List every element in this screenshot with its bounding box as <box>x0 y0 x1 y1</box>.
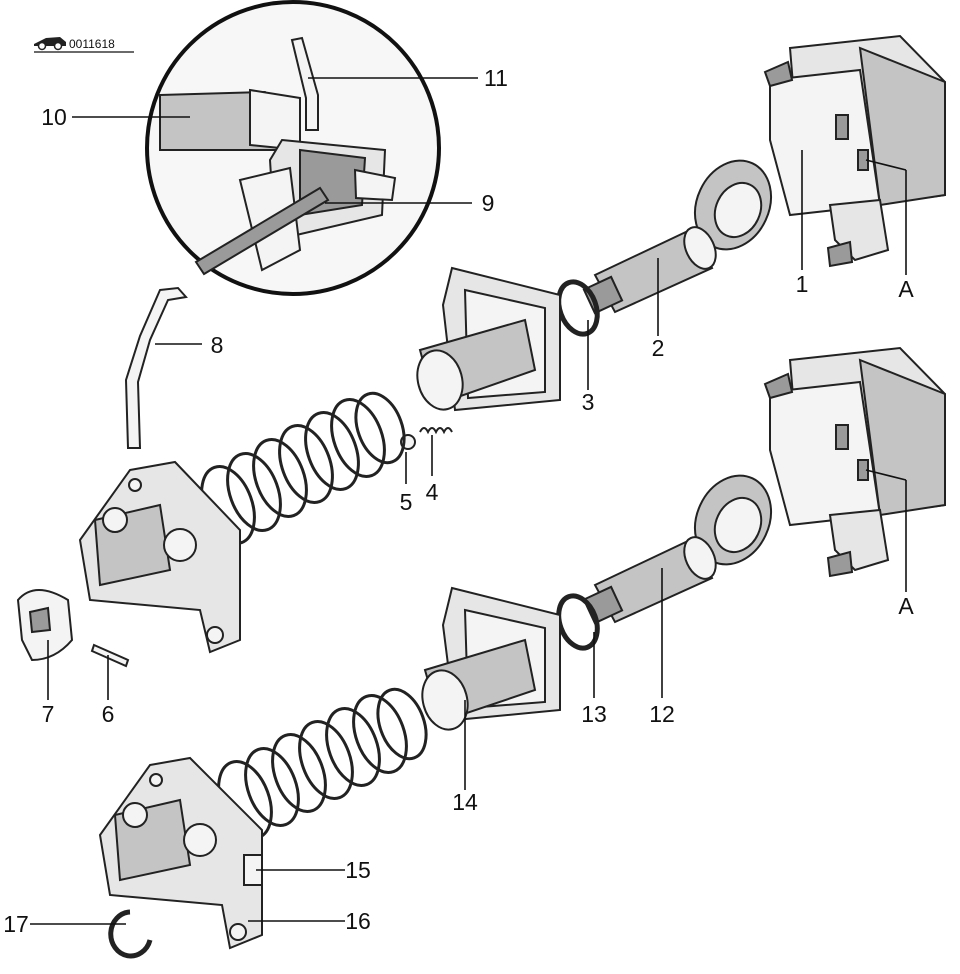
part-15-16-latch-plate <box>98 756 263 950</box>
latch-plate-top <box>78 460 241 654</box>
label-15: 15 <box>345 857 371 883</box>
part-14-guide-sleeve <box>421 586 561 731</box>
lock-housing-bottom <box>763 346 946 578</box>
label-3: 3 <box>582 389 595 415</box>
part-12-lock-cylinder <box>582 536 717 625</box>
inset-rod-part <box>290 36 319 131</box>
part-1-lock-housing <box>763 34 946 268</box>
label-13: 13 <box>581 701 607 727</box>
key-head-bottom <box>694 474 772 566</box>
label-14: 14 <box>452 789 478 815</box>
label-2: 2 <box>652 335 665 361</box>
part-2-lock-cylinder <box>582 226 717 315</box>
figure-code: 0011618 <box>69 37 115 51</box>
part-8-rod <box>124 286 188 449</box>
label-8: 8 <box>211 332 224 358</box>
car-logo-icon <box>34 37 66 51</box>
detail-inset <box>145 0 441 296</box>
label-6: 6 <box>102 701 115 727</box>
inset-housing-part <box>159 88 397 272</box>
label-5: 5 <box>400 489 413 515</box>
label-12: 12 <box>649 701 675 727</box>
label-a-top: A <box>898 276 914 302</box>
label-17: 17 <box>3 911 29 937</box>
label-16: 16 <box>345 908 371 934</box>
key-head-top <box>694 159 772 251</box>
label-11: 11 <box>484 65 508 91</box>
guide-sleeve-top <box>416 266 561 412</box>
leader-lines <box>30 77 907 925</box>
label-a-bottom: A <box>898 593 914 619</box>
part-4-small-spring <box>419 427 453 435</box>
figure-code-header: 0011618 <box>34 37 134 53</box>
label-10: 10 <box>41 104 67 130</box>
part-17-snap-ring <box>108 909 153 959</box>
label-1: 1 <box>796 271 809 297</box>
inset-screwdriver <box>194 186 330 276</box>
label-7: 7 <box>42 701 55 727</box>
part-labels: 1 2 3 4 5 6 7 8 9 10 11 12 13 14 15 16 1… <box>3 65 914 937</box>
label-9: 9 <box>482 190 495 216</box>
part-13-ring <box>556 593 600 651</box>
part-7-cam <box>16 589 74 662</box>
label-4: 4 <box>426 479 439 505</box>
part-6-pin <box>90 643 130 668</box>
